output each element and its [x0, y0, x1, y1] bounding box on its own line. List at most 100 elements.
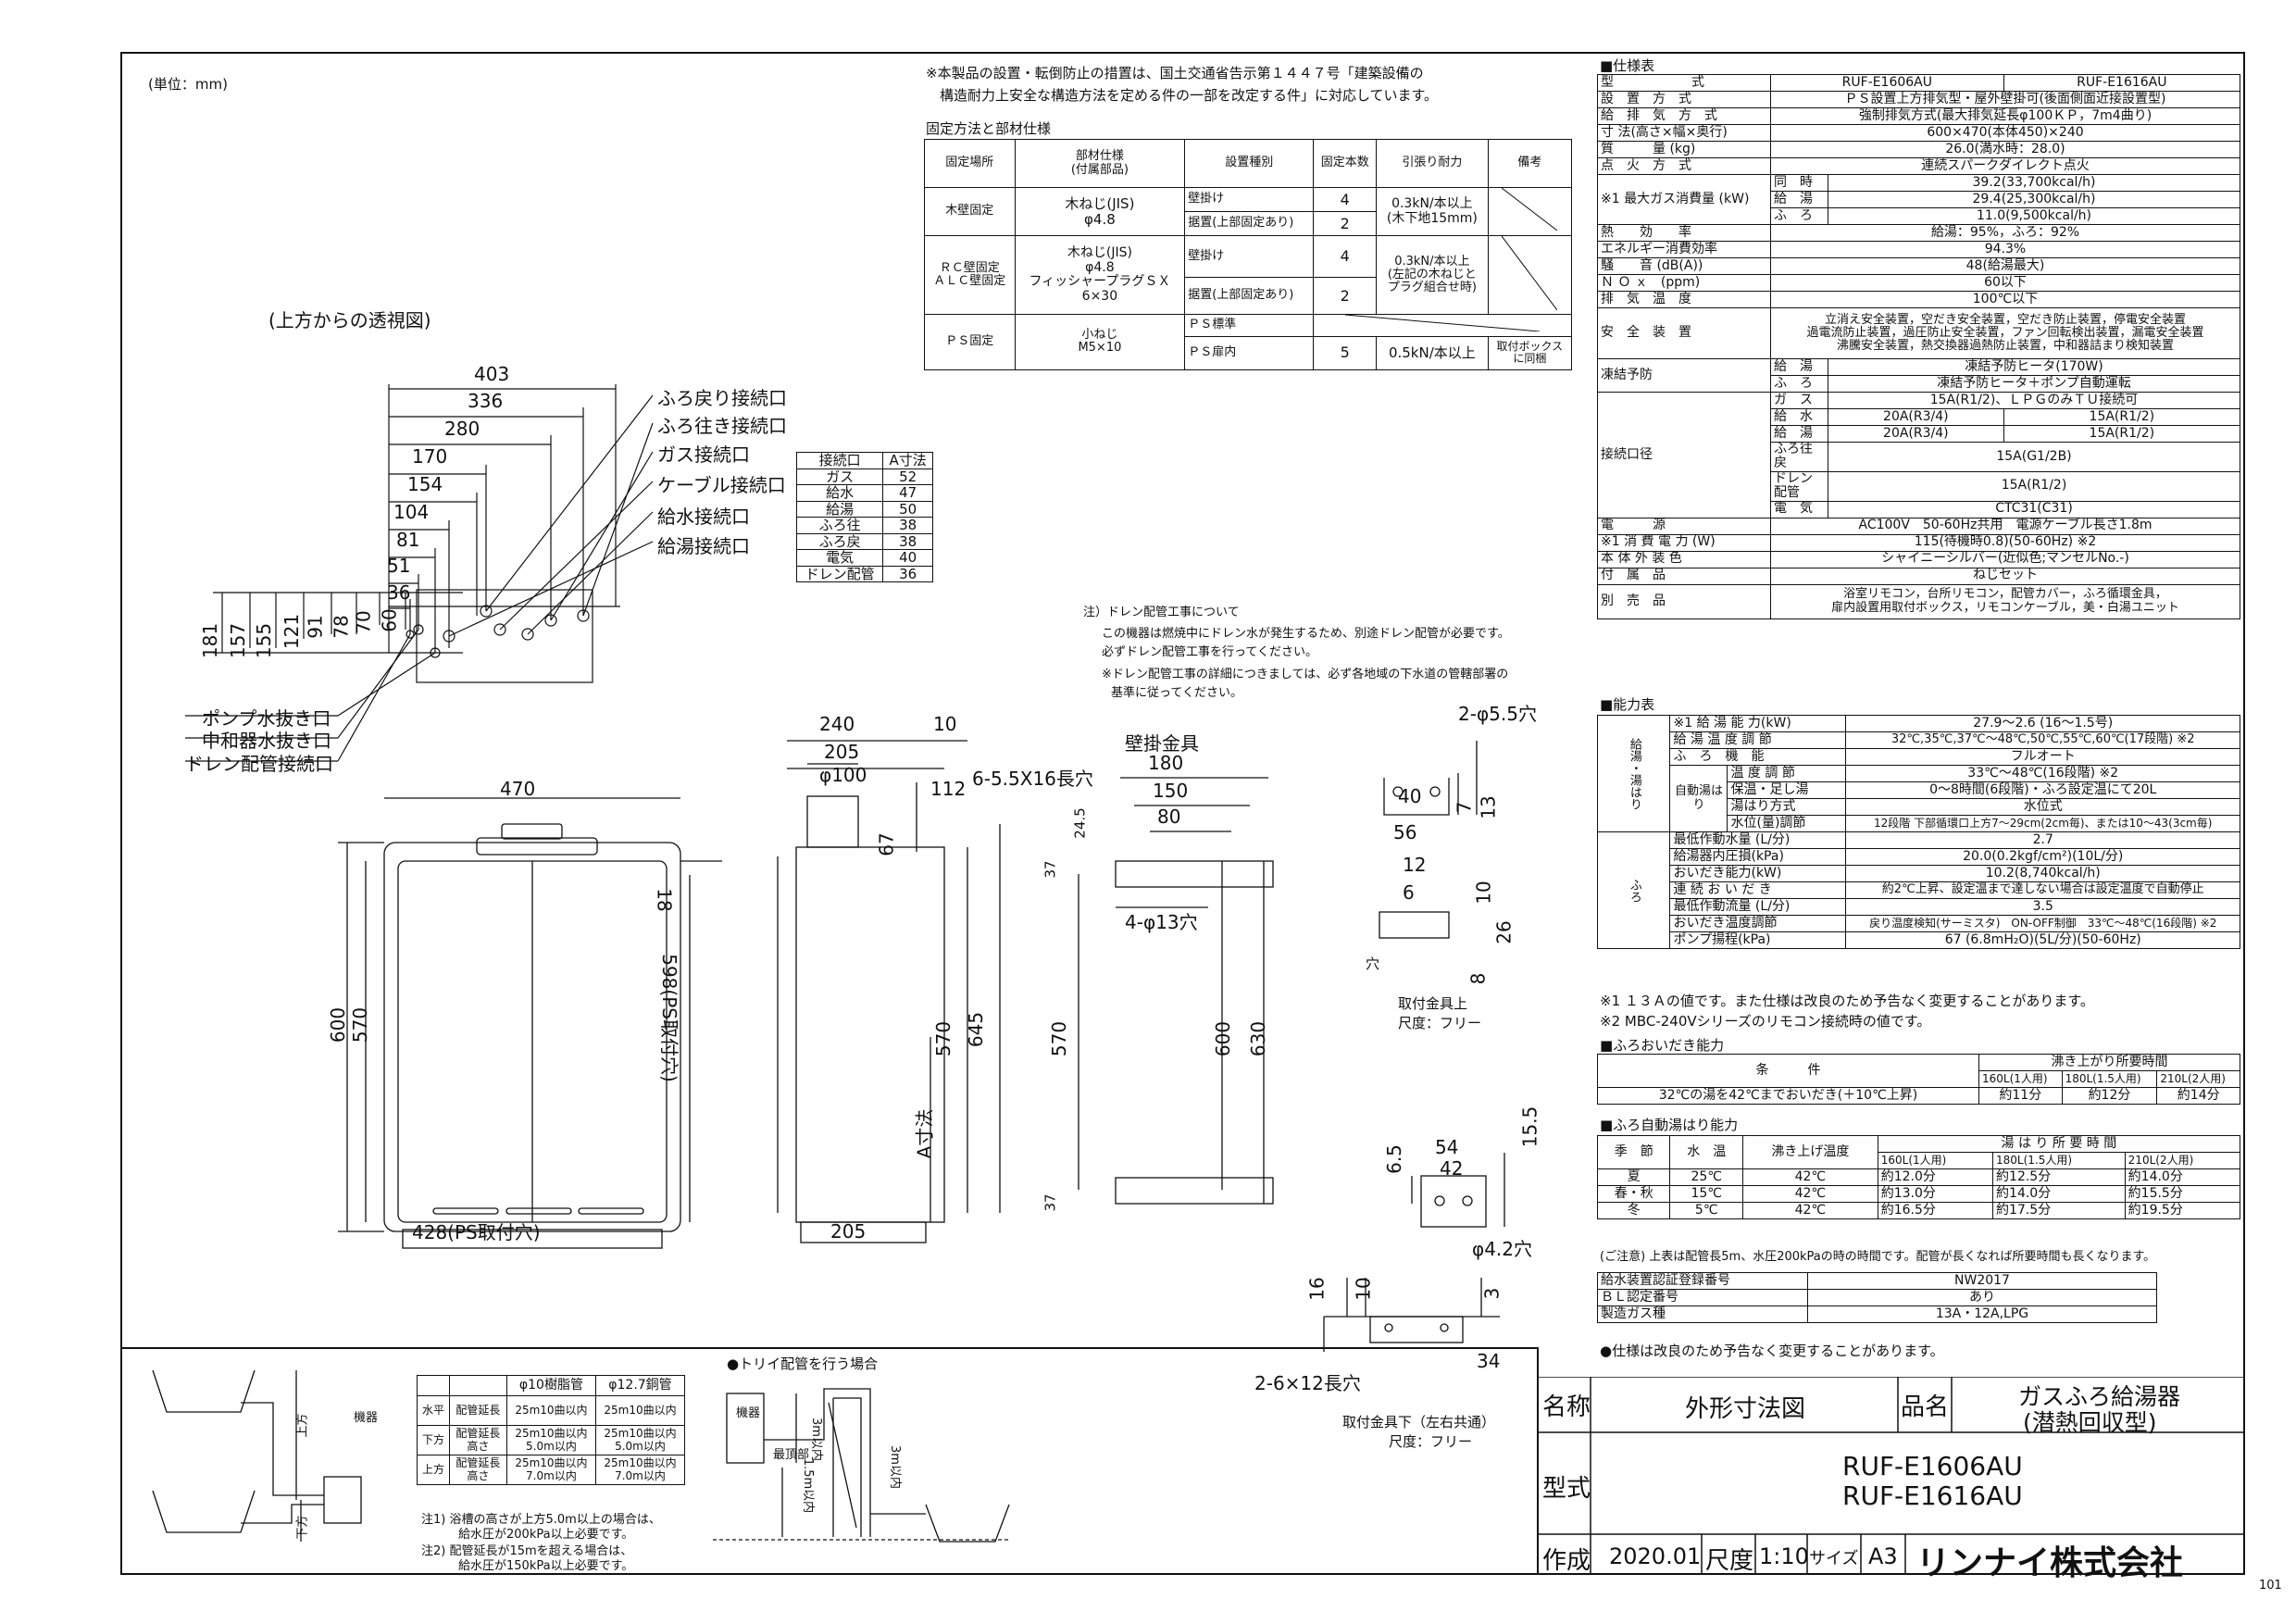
- yuhari-r1-5: 約15.5分: [2124, 1185, 2241, 1203]
- side-dim-645: 645: [965, 1011, 988, 1048]
- spec-conn-sub5: ドレン配管: [1770, 470, 1828, 502]
- fixing-table: 固定場所 部材仕様 (付属部品) 設置種別 固定本数 引張り耐力 備考 木壁固定…: [924, 139, 1573, 370]
- side-view-drawing: [777, 740, 1001, 1243]
- yuhari-r0-3: 約12.0分: [1877, 1168, 1994, 1186]
- spec-model-label: 型 式: [1597, 74, 1771, 92]
- callout-drain-pipe: ドレン配管接続口: [185, 753, 333, 775]
- fix-r1-place: ＲＣ壁固定 ＡＬＣ壁固定: [924, 234, 1016, 316]
- bracket-holes2: 4-φ13穴: [1125, 911, 1198, 933]
- pipe-r0-0: 水平: [417, 1395, 450, 1426]
- spec-r1-l: 設 置 方 式: [1597, 91, 1771, 108]
- upper-fit-dim-8: 8: [1466, 972, 1490, 985]
- top-dim-36: 36: [387, 581, 411, 604]
- tb-model1: RUF-E1606AU: [1842, 1451, 2023, 1481]
- fix-r1-part: 木ねじ(JIS) φ4.8 フィッシャープラグＳＸ 6×30: [1014, 234, 1186, 316]
- spec-freeze-label: 凍結予防: [1597, 358, 1771, 393]
- spec-r9-v: 給湯：95%，ふろ：92%: [1770, 224, 2240, 242]
- tb-model-label: 型式: [1542, 1475, 1591, 1503]
- conn-r4-0: ふろ戻: [795, 532, 884, 550]
- spec-r2-v: 強制排気方式(最大排気延長φ100ＫＰ，7m4曲り): [1770, 107, 2240, 125]
- top-dim-81: 81: [396, 529, 420, 551]
- spec-freeze-sub1: 給 湯: [1770, 358, 1828, 376]
- notice-line2: 構造耐力上安全な構造方法を定める件の一部を改定する件」に対応しています。: [940, 87, 1439, 104]
- cap-r9-v: 10.2(8,740kcal/h): [1845, 865, 2240, 882]
- conn-r3-1: 38: [882, 517, 933, 534]
- upper-fit-dim-7: 7: [1453, 801, 1476, 814]
- yuhari-r2-5: 約19.5分: [2124, 1202, 2241, 1219]
- cap-r12-l: おいだき温度調節: [1669, 915, 1847, 932]
- spec-freeze-sub2: ふ ろ: [1770, 375, 1828, 393]
- pipe-layout-drawing: [152, 1369, 362, 1542]
- pipe-r2-1: 配管延長 高さ: [448, 1455, 507, 1485]
- bracket-dim-600: 600: [1212, 1020, 1235, 1057]
- drain-note-head: 注）ドレン配管工事について: [1083, 606, 1240, 619]
- spec-conn-v1: 15A(R1/2)、ＬＰＧのみＴＵ接続可: [1828, 392, 2240, 409]
- spec-model-2: RUF-E1616AU: [2003, 74, 2241, 92]
- upper-fit-ana: 穴: [1366, 956, 1380, 972]
- top-dim-280: 280: [444, 418, 480, 440]
- spec-r5-l: 点 火 方 式: [1597, 157, 1771, 175]
- cap-side3: ふろ: [1596, 831, 1671, 949]
- spec-model-1: RUF-E1606AU: [1770, 74, 2004, 92]
- pipe-h1: [448, 1375, 507, 1396]
- spec-title: ■仕様表: [1600, 57, 1655, 74]
- cap-r10-v: 約2℃上昇、設定温まで達しない場合は設定温度で自動停止: [1845, 881, 2240, 899]
- yuhari-sub0: 160L(1人用): [1877, 1152, 1994, 1169]
- callout-kyuto: 給湯接続口: [657, 535, 750, 557]
- cap-r4-v: 0～8時間(6段階)・ふろ設定温にて20L: [1845, 781, 2240, 799]
- spec-r2-l: 給 排 気 方 式: [1597, 107, 1771, 125]
- spec-gas-sub1: 同 時: [1770, 174, 1828, 192]
- spec-gas-sub2: 給 湯: [1770, 191, 1828, 208]
- spec-conn-sub1: ガ ス: [1770, 392, 1828, 409]
- bracket-dim-37: 37: [1042, 860, 1059, 879]
- cert-r2-l: 製造ガス種: [1597, 1305, 1808, 1323]
- top-dim-170: 170: [412, 445, 448, 468]
- cap-side2: 自動湯はり: [1669, 765, 1728, 832]
- spec-r26-v: ねじセット: [1770, 567, 2240, 585]
- fix-r0-note: [1487, 187, 1573, 236]
- tb-name: 外形寸法図: [1685, 1395, 1806, 1423]
- spec-r12-l: Ｎ Ｏ ｘ (ppm): [1597, 274, 1771, 292]
- cap-r2-l: ふ ろ 機 能: [1669, 748, 1847, 766]
- spec-r24-v: 115(待機時0.8)(50-60Hz) ※2: [1770, 533, 2240, 552]
- front-dim-ps-width: 428(PS取付穴): [412, 1221, 541, 1243]
- lower-fit-caption: 取付金具下（左右共通）: [1342, 1414, 1496, 1430]
- spec-options-2: 扉内設置用取付ボックス，リモコンケーブル，美・白湯ユニット: [1831, 600, 2179, 615]
- fix-r2-force: 0.5kN/本以上: [1376, 335, 1489, 370]
- front-view-drawing: [338, 797, 722, 1249]
- upper-fit-dim-6: 6: [1403, 881, 1415, 904]
- upper-fit-hole: 2-φ5.5穴: [1458, 703, 1537, 725]
- top-dim-v60: 60: [378, 608, 401, 632]
- upper-fitting-drawing: [1379, 741, 1478, 939]
- pipe-r0-1: 配管延長: [448, 1395, 507, 1426]
- fix-r1-force: 0.3kN/本以上 (左記の木ねじと プラグ組合せ時): [1376, 234, 1489, 316]
- fix-r2-part: 小ねじ M5×10: [1014, 314, 1186, 370]
- spec-gas-v1: 39.2(33,700kcal/h): [1828, 174, 2240, 192]
- conn-r0-1: 52: [882, 468, 933, 485]
- bracket-dim-570: 570: [1048, 1020, 1071, 1057]
- spec-r23-l: 電 源: [1597, 517, 1771, 535]
- front-dim-18: 18: [653, 888, 676, 912]
- oidaki-sub1: 180L(1.5人用): [2061, 1070, 2158, 1088]
- top-view-drawing: [185, 384, 654, 762]
- pipe-r1-0: 下方: [417, 1425, 450, 1455]
- yuhari-r1-2: 42℃: [1741, 1185, 1878, 1203]
- yuhari-r0-5: 約14.0分: [2124, 1168, 2241, 1186]
- bracket-dim-150: 150: [1153, 780, 1189, 802]
- spec-safety-1: 立消え安全装置，空だき安全装置，空だき防止装置，停電安全装置: [1824, 312, 2186, 327]
- fix-r2-n2: 5: [1313, 335, 1378, 370]
- fix-r1-type2: 据置(上部固定あり): [1184, 276, 1315, 316]
- side-dim-240: 240: [819, 713, 855, 735]
- pipe-h2: φ10樹脂管: [505, 1375, 596, 1396]
- cap-note2: ※2 MBC-240Vシリーズのリモコン接続時の値です。: [1600, 1013, 1931, 1030]
- yuhari-sub2: 210L(2人用): [2124, 1152, 2241, 1169]
- bottom-divider-v: [1537, 1347, 1539, 1575]
- page-number: 101: [2259, 1579, 2282, 1593]
- bottom-divider: [120, 1347, 1537, 1349]
- conn-h0: 接続口: [795, 452, 884, 469]
- drain-note-l2: 必ずドレン配管工事を行ってください。: [1102, 645, 1317, 659]
- spec-conn-v3b: 15A(R1/2): [2003, 425, 2241, 443]
- cap-r12-v: 戻り温度検知(サーミスタ) ON-OFF制御 33℃～48℃(16段階) ※2: [1845, 915, 2240, 932]
- pipe-note1b: 給水圧が200kPa以上必要です。: [458, 1528, 634, 1542]
- upper-fit-caption: 取付金具上: [1398, 995, 1468, 1012]
